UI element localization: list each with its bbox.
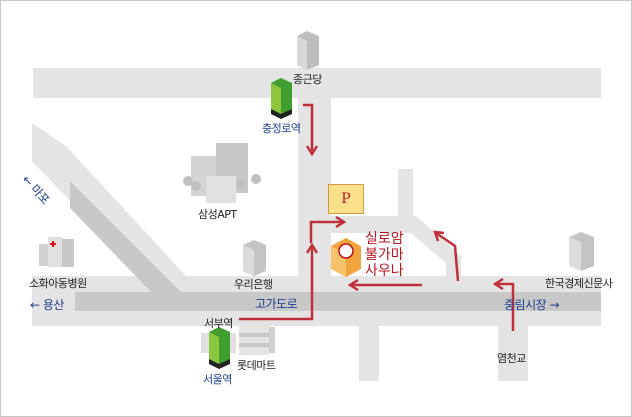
label-hankyung: 한국경제신문사: [545, 277, 613, 290]
road-vertical-chungjeongno: [298, 98, 331, 293]
label-chungjeongno-station: 충정로역: [262, 122, 301, 135]
route-arrows: [239, 103, 515, 331]
road-diagonal-mapo: [32, 123, 186, 276]
building-jongeundang-icon: [297, 31, 319, 70]
building-woori-bank-icon: [243, 240, 266, 276]
label-jongeundang: 종근당: [293, 73, 322, 86]
road-diagonal-dark: [70, 181, 181, 292]
direction-jungnim: 중림시장 →: [504, 298, 560, 312]
building-samsung-apt-icon: [183, 143, 261, 203]
label-elevated-road: 고가도로: [255, 297, 298, 311]
direction-yongsan: ← 용산: [30, 298, 64, 312]
label-seobu-station: 서부역: [204, 317, 233, 330]
label-seoul-station: 서울역: [203, 373, 232, 386]
destination-line3: 사우나: [365, 263, 404, 279]
label-samsung-apt: 삼성APT: [198, 208, 237, 221]
building-lotte-mart-icon: [239, 325, 275, 355]
road-top: [33, 68, 601, 98]
label-yeomcheongyo: 염천교: [497, 352, 526, 365]
parking-sign: P: [328, 184, 364, 214]
label-hospital: 소화아동병원: [29, 277, 87, 290]
destination-label[interactable]: 실로암 불가마 사우나: [365, 231, 404, 279]
destination-line1: 실로암: [365, 231, 404, 247]
label-lotte-mart: 롯데마트: [237, 359, 276, 372]
road-small-vertical: [398, 169, 413, 217]
destination-line2: 불가마: [365, 247, 404, 263]
road-siloam-loop: [331, 216, 461, 281]
label-woori-bank: 우리은행: [234, 278, 273, 291]
subway-chungjeongno-icon: [271, 78, 292, 119]
subway-seoul-station-icon: [201, 327, 236, 369]
road-elevated: [75, 292, 601, 311]
hospital-icon: [39, 237, 74, 267]
building-hankyung-icon: [569, 232, 594, 271]
siloam-logo-icon: [331, 238, 361, 277]
road-bottom-middle: [359, 311, 379, 381]
